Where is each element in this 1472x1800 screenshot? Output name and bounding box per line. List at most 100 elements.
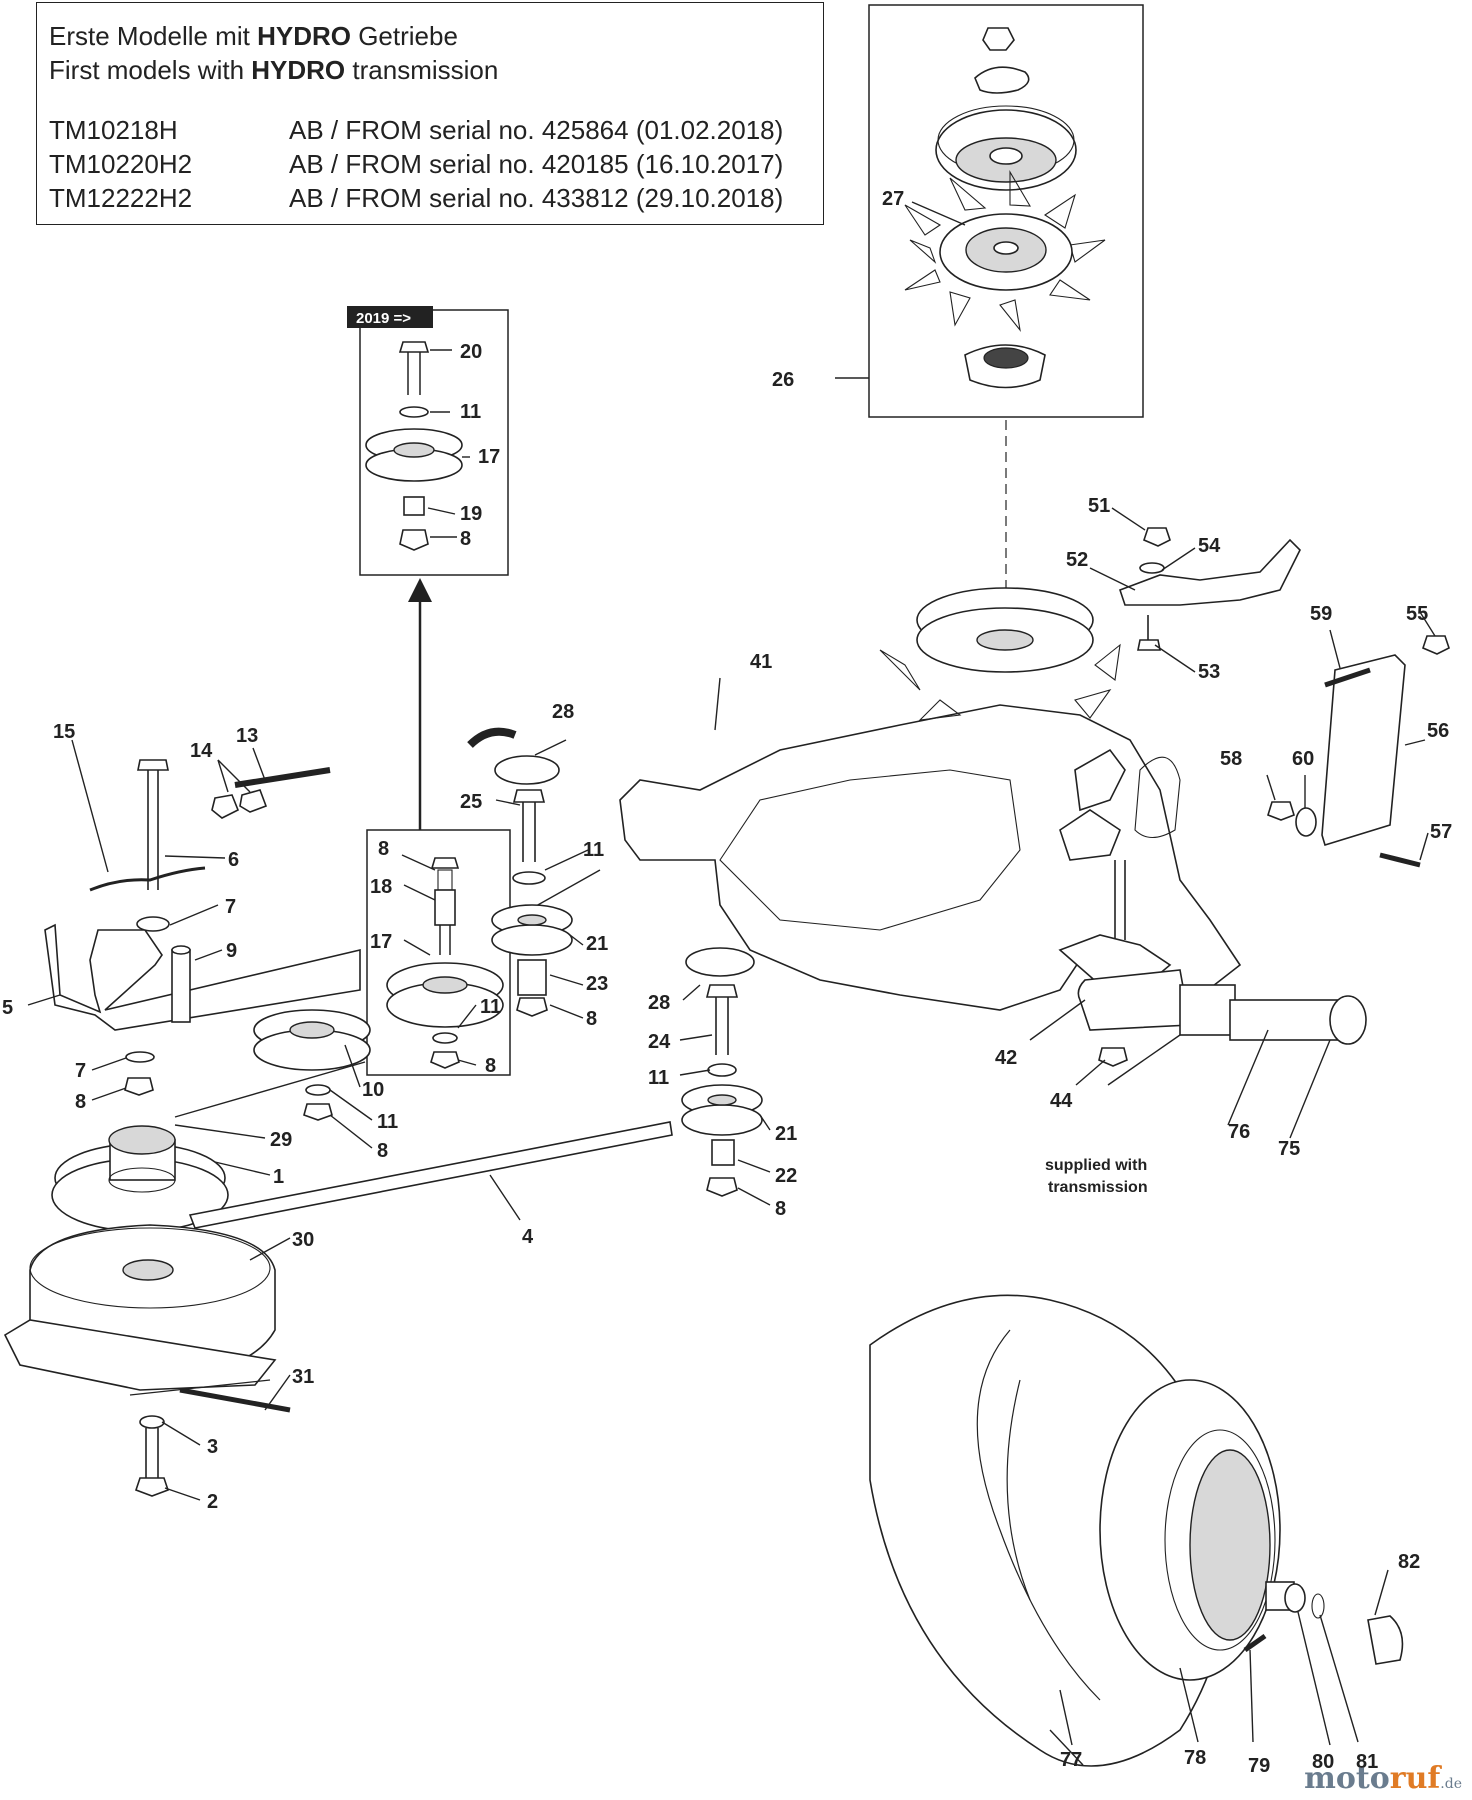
callout-18: 18: [370, 876, 392, 898]
washer-icon: [136, 916, 170, 932]
cap-icon: [1367, 1615, 1404, 1665]
callout-20: 20: [460, 341, 482, 363]
callout-28: 28: [552, 701, 574, 723]
model-code: TM12222H2: [49, 183, 193, 213]
callout-80: 80: [1312, 1751, 1334, 1773]
callout-76: 76: [1228, 1121, 1250, 1143]
callout-79: 79: [1248, 1755, 1270, 1777]
callout-55: 55: [1406, 603, 1428, 625]
leader-lines: [27, 201, 1436, 1766]
callout-31: 31: [292, 1366, 314, 1388]
callout-81: 81: [1356, 1751, 1378, 1773]
washer-icon: [399, 406, 429, 418]
fan-pulley-assembly: [904, 27, 1106, 389]
callout-19: 19: [460, 503, 482, 525]
callout-2: 2: [207, 1491, 218, 1513]
model-2019-inset-box: [359, 309, 509, 576]
callout-78: 78: [1184, 1747, 1206, 1769]
callout-21: 21: [775, 1123, 797, 1145]
callout-54: 54: [1198, 535, 1221, 557]
callout-11: 11: [460, 401, 481, 423]
callout-58: 58: [1220, 748, 1242, 770]
nut-icon: [124, 1077, 154, 1096]
nut-icon: [430, 1051, 460, 1069]
hydro-transmission: [619, 587, 1367, 1067]
electric-clutch-assembly: [3, 1125, 291, 1497]
nut-icon: [1098, 1047, 1128, 1067]
bolt-head-icon: [137, 759, 169, 771]
callout-42: 42: [995, 1047, 1017, 1069]
washer-icon: [1284, 1583, 1306, 1613]
drive-belt-icon: [188, 1121, 673, 1229]
lever-bracket-icon: [1321, 654, 1406, 847]
callout-3: 3: [207, 1436, 218, 1458]
callout-4: 4: [522, 1226, 534, 1248]
callout-30: 30: [292, 1229, 314, 1251]
idler-inset-assembly: [386, 857, 504, 1069]
model-serial: AB / FROM serial no. 433812 (29.10.2018): [289, 183, 784, 213]
callout-labels: 26 27 20 11 17 19 8 15 14 13 6 7 9 5 7 8…: [2, 188, 1452, 1777]
pulley-2019-assembly: [365, 341, 463, 551]
nut-icon: [239, 789, 268, 813]
year-tag-badge: [347, 306, 433, 328]
callout-24: 24: [648, 1031, 671, 1053]
year-tag-label: 2019 =>: [356, 310, 411, 327]
washer-icon: [974, 66, 1030, 94]
model-serial: AB / FROM serial no. 420185 (16.10.2017): [289, 149, 784, 179]
title-english: First models with HYDRO transmission: [49, 55, 499, 85]
callout-44: 44: [1050, 1090, 1073, 1112]
spacer-icon: [434, 889, 456, 926]
callout-7: 7: [225, 896, 236, 918]
callout-59: 59: [1310, 603, 1332, 625]
callout-5: 5: [2, 997, 13, 1019]
spacer-tube-icon: [171, 949, 191, 1023]
callout-82: 82: [1398, 1551, 1420, 1573]
nut-icon: [982, 27, 1015, 51]
bracket-icon: [1118, 538, 1301, 606]
callout-75: 75: [1278, 1138, 1300, 1160]
callout-6: 6: [228, 849, 239, 871]
bracket-icon: [44, 923, 361, 1031]
callout-11: 11: [480, 996, 501, 1018]
model-code: TM10218H: [49, 115, 178, 145]
callout-17: 17: [370, 931, 392, 953]
washer-icon: [1295, 807, 1317, 837]
callout-56: 56: [1427, 720, 1449, 742]
center-pulleys: [467, 727, 763, 1197]
callout-27: 27: [882, 188, 904, 210]
rear-wheel-assembly: [869, 1294, 1404, 1767]
callout-22: 22: [775, 1165, 797, 1187]
callout-29: 29: [270, 1129, 292, 1151]
callout-25: 25: [460, 791, 482, 813]
model-info-box: Erste Modelle mit HYDRO Getriebe First m…: [36, 2, 824, 225]
callout-9: 9: [226, 940, 237, 962]
washer-icon: [1139, 562, 1165, 574]
nut-icon: [1143, 527, 1171, 547]
callout-8: 8: [378, 838, 389, 860]
callout-15: 15: [53, 721, 75, 743]
callout-8: 8: [775, 1198, 786, 1220]
supplied-note-line2: transmission: [1048, 1179, 1148, 1196]
callout-11: 11: [377, 1111, 398, 1133]
reference-arrow-head: [408, 578, 432, 602]
callout-60: 60: [1292, 748, 1314, 770]
clip-icon: [1311, 1593, 1325, 1619]
callout-57: 57: [1430, 821, 1452, 843]
callout-14: 14: [190, 740, 213, 762]
spring-icon: [89, 866, 206, 892]
callout-8: 8: [485, 1055, 496, 1077]
bolt-head-icon: [398, 341, 430, 353]
callout-8: 8: [377, 1140, 388, 1162]
bolt-head-icon: [134, 1477, 170, 1497]
nut-icon: [430, 857, 460, 869]
nut-icon: [399, 529, 429, 551]
callout-11: 11: [583, 839, 604, 861]
callout-41: 41: [750, 651, 772, 673]
callout-10: 10: [362, 1079, 384, 1101]
nut-icon: [1267, 801, 1295, 821]
washer-icon: [432, 1032, 458, 1044]
model-code: TM10220H2: [49, 149, 193, 179]
nut-icon: [303, 1103, 333, 1121]
spring-icon: [1134, 756, 1181, 839]
